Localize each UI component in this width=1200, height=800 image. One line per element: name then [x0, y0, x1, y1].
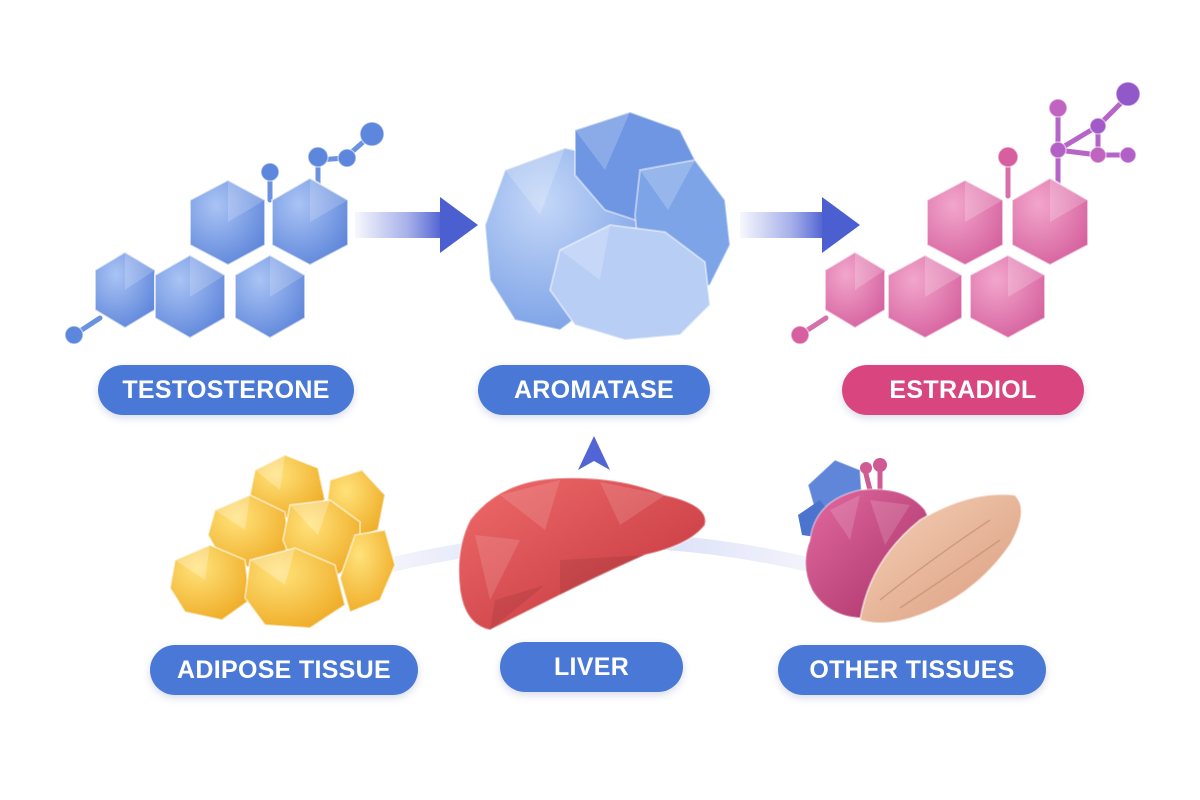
- estradiol-molecule-icon: [790, 81, 1141, 345]
- aromatase-enzyme-icon: [483, 110, 732, 342]
- adipose-tissue-label: ADIPOSE TISSUE: [150, 645, 418, 695]
- conversion-arrow-1: [355, 197, 478, 253]
- liver-label: LIVER: [500, 642, 683, 692]
- liver-icon: [457, 476, 707, 632]
- estradiol-label: ESTRADIOL: [842, 365, 1084, 415]
- other-tissues-icon: [798, 458, 1023, 625]
- up-arrow-icon: [578, 436, 610, 470]
- testosterone-label: TESTOSTERONE: [98, 365, 354, 415]
- adipose-tissue-icon: [168, 453, 397, 630]
- other-tissues-label: OTHER TISSUES: [778, 645, 1046, 695]
- conversion-arrow-2: [740, 197, 860, 253]
- testosterone-molecule-icon: [64, 121, 385, 345]
- aromatase-label: AROMATASE: [478, 365, 710, 415]
